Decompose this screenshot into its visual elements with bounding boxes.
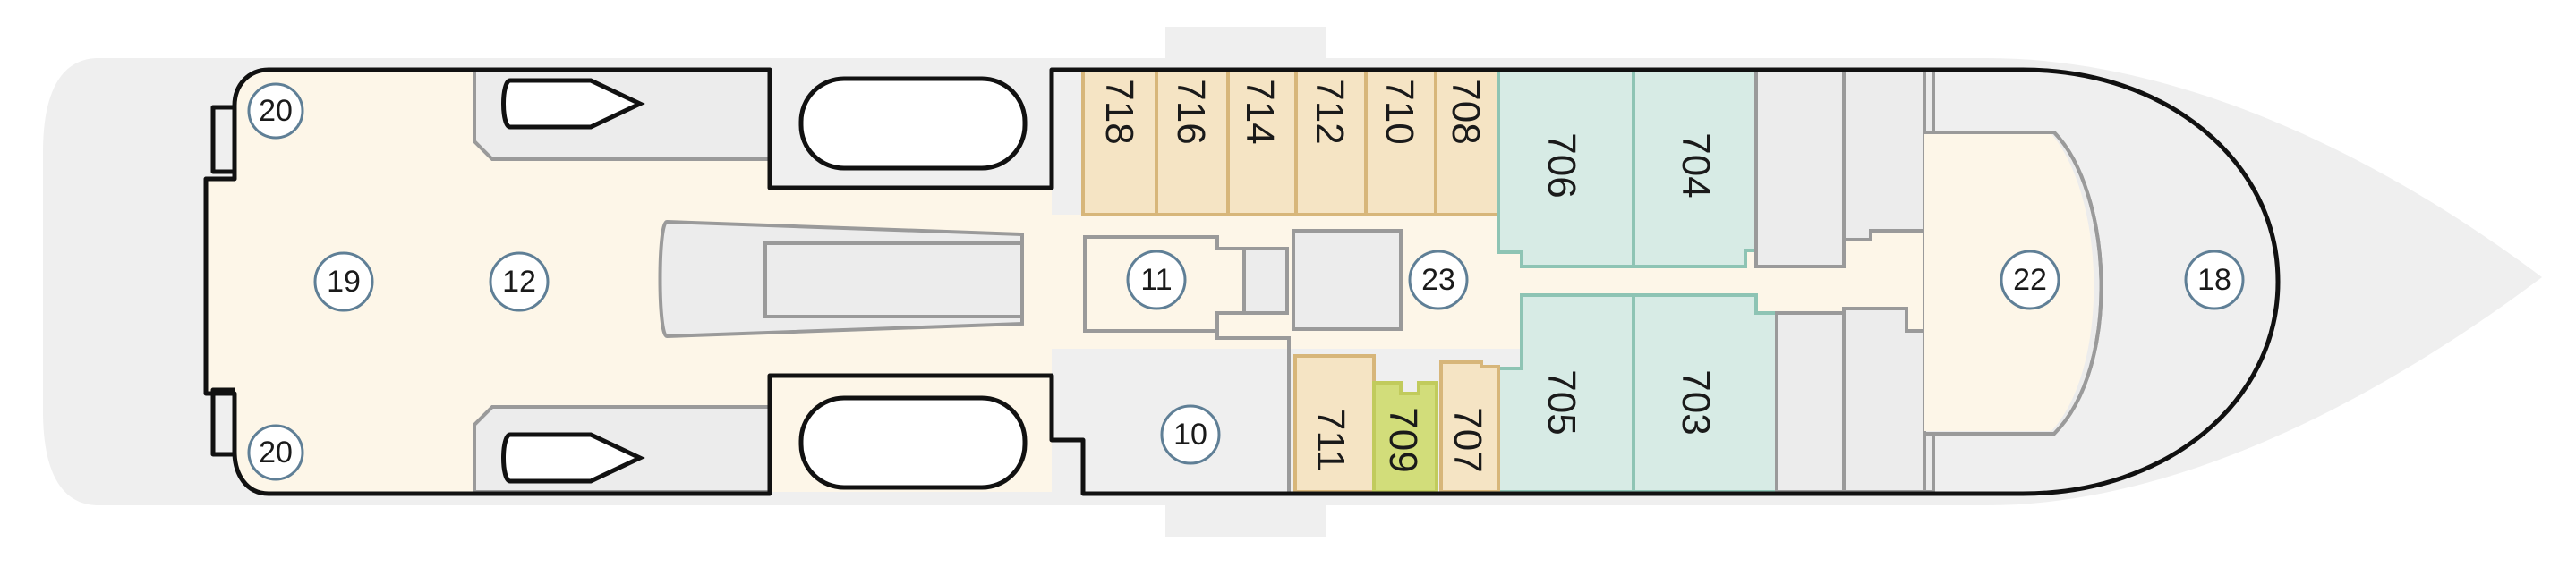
deck-outline [203,67,2281,496]
lounge-22-arc [1924,131,2103,436]
cabin-716-label: 716 [1169,79,1213,144]
marker-19[interactable]: 19 [313,251,374,312]
marker-23[interactable]: 23 [1408,250,1469,310]
cabin-row-top [1081,68,1500,216]
cabin-707-label: 707 [1446,407,1489,472]
marker-ring [489,251,550,312]
cabin-711-label: 711 [1309,409,1352,471]
marker-ring [2184,250,2245,310]
marker-ring [313,251,374,312]
marker-label: 20 [259,94,293,128]
stern-notch-bottom [210,387,235,457]
marker-12[interactable]: 12 [489,251,550,312]
cabin-704-label: 704 [1674,132,1718,198]
marker-label: 20 [259,436,293,470]
marker-label: 18 [2197,263,2231,297]
cabin-706-label: 706 [1540,132,1583,198]
lifeboat-bottom [501,432,645,484]
gangway-bottom [1165,492,1326,537]
service-room-top [1754,68,1846,268]
tender-top [798,76,1028,171]
gangway-top [1165,27,1326,72]
marker-18[interactable]: 18 [2184,250,2245,310]
marker-ring [2000,250,2060,310]
cabin-712-label: 712 [1308,79,1352,144]
cabin-labels: 718 716 714 712 710 708 706 704 705 703 … [1097,79,1718,472]
marker-20-top[interactable]: 20 [247,82,304,140]
marker-label: 23 [1421,263,1455,297]
marker-ring [1126,250,1187,310]
marker-label: 10 [1173,418,1207,452]
cabin-703-label: 703 [1674,369,1718,435]
marker-ring [1408,250,1469,310]
marker-label: 22 [2013,263,2047,297]
cabin-716[interactable] [1155,68,1230,216]
cabin-718-label: 718 [1097,79,1141,144]
room-10-divider [1085,329,1291,492]
cabin-709-label: 709 [1381,407,1425,472]
marker-11[interactable]: 11 [1126,250,1187,310]
tender-bottom [798,395,1028,490]
marker-ring [247,424,304,481]
cabin-708-label: 708 [1444,79,1488,144]
forward-room-top [1842,68,1935,241]
marker-10[interactable]: 10 [1160,404,1221,465]
forward-room-bottom [1842,307,1935,494]
service-room-bottom [1775,311,1846,494]
marker-label: 11 [1140,263,1172,297]
marker-ring [1160,404,1221,465]
marker-label: 19 [327,265,361,299]
cabin-718[interactable] [1081,68,1158,216]
stern-notch-top [210,105,235,174]
marker-label: 12 [502,265,536,299]
cabin-714-label: 714 [1238,79,1282,144]
aft-deck-area [206,70,1052,492]
marker-20-bottom[interactable]: 20 [247,424,304,481]
cabin-714[interactable] [1226,68,1298,216]
lifeboat-top [501,78,645,130]
marker-22[interactable]: 22 [2000,250,2060,310]
room-23-block [1292,229,1403,331]
funnel-inner [763,241,1024,318]
cabin-705-label: 705 [1540,369,1583,435]
stairwell [1242,247,1289,315]
cabin-710-label: 710 [1378,79,1421,144]
marker-ring [247,82,304,140]
